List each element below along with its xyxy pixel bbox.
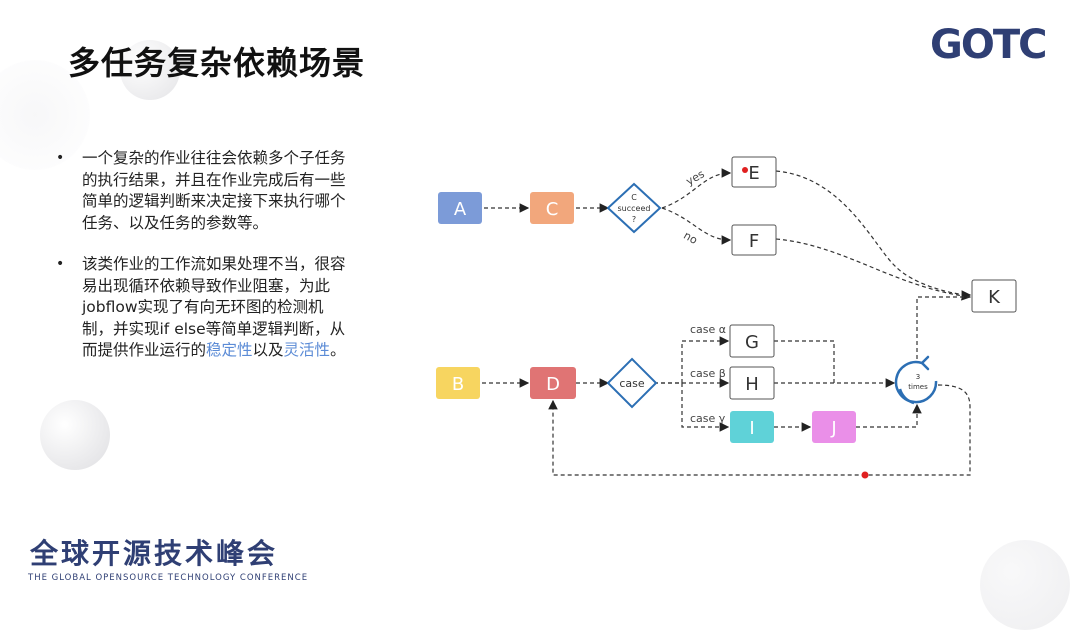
- case-alpha-label: case α: [690, 323, 726, 336]
- node-i-label: I: [749, 418, 754, 439]
- edge-decision-i: [681, 383, 730, 432]
- node-c-label: C: [546, 199, 559, 220]
- case-beta-label: case β: [690, 367, 726, 380]
- breakpoint-dot-icon: [861, 471, 869, 479]
- node-g: [729, 324, 775, 358]
- decision-c-succeed: [606, 182, 662, 234]
- decision-line2: succeed: [618, 204, 651, 213]
- node-j-label: J: [830, 418, 836, 439]
- edge-loop-k: [916, 296, 970, 359]
- node-b: [436, 367, 480, 399]
- footer-conference-name-en: THE GLOBAL OPENSOURCE TECHNOLOGY CONFERE…: [28, 573, 309, 583]
- branch-yes-label: yes: [684, 167, 707, 188]
- loop-3-times-icon: [894, 355, 938, 405]
- highlight-flexibility: 灵活性: [283, 341, 331, 359]
- bullet-dot-icon: •: [56, 150, 65, 166]
- node-k-label: K: [988, 287, 1001, 308]
- edge-e-k: [775, 170, 972, 300]
- node-e: [731, 156, 777, 188]
- node-a: [438, 192, 482, 224]
- node-c: [530, 192, 574, 224]
- loop-times: times: [908, 383, 928, 391]
- decision-case: [606, 357, 658, 409]
- node-b-label: B: [452, 374, 464, 395]
- bullet-dot-icon: •: [56, 256, 65, 272]
- node-k: [971, 279, 1017, 313]
- decision-line3: ?: [632, 215, 636, 224]
- edge-decision-f: [661, 207, 732, 245]
- case-gamma-label: case γ: [690, 412, 726, 425]
- bullet-text: 。: [330, 341, 346, 359]
- background-sphere: [40, 400, 110, 470]
- node-h: [729, 366, 775, 400]
- bullet-item: • 该类作业的工作流如果处理不当，很容易出现循环依赖导致作业阻塞，为此jobfl…: [56, 254, 346, 362]
- node-d-label: D: [546, 374, 560, 395]
- background-sphere: [980, 540, 1070, 630]
- node-i: [730, 411, 774, 443]
- bullet-text: 以及: [252, 341, 284, 359]
- node-d: [530, 367, 576, 399]
- node-e-label: E: [748, 163, 759, 184]
- workflow-diagram: A C C succeed ? yes no E F K B D case ca…: [414, 137, 1050, 509]
- bullet-list: • 一个复杂的作业往往会依赖多个子任务的执行结果，并且在作业完成后有一些简单的逻…: [56, 148, 346, 382]
- bullet-text: 一个复杂的作业往往会依赖多个子任务的执行结果，并且在作业完成后有一些简单的逻辑判…: [82, 149, 346, 232]
- edge-j-loop: [856, 403, 922, 428]
- breakpoint-dot-icon: [742, 167, 748, 173]
- edge-f-k: [775, 238, 972, 301]
- node-f-label: F: [749, 231, 759, 252]
- edge-loop-d: [548, 384, 971, 476]
- node-f: [731, 224, 777, 256]
- node-g-label: G: [745, 332, 759, 353]
- edge-g-loop: [774, 340, 835, 383]
- gotc-logo: GOTC: [930, 22, 1047, 68]
- bullet-text: 该类作业的工作流如果处理不当，很容易出现循环依赖导致作业阻塞，为此jobflow…: [82, 255, 346, 359]
- node-h-label: H: [745, 374, 759, 395]
- edge-decision-e: [661, 168, 732, 209]
- decision-line1: C: [631, 193, 637, 202]
- slide-title: 多任务复杂依赖场景: [68, 44, 366, 82]
- bullet-item: • 一个复杂的作业往往会依赖多个子任务的执行结果，并且在作业完成后有一些简单的逻…: [56, 148, 346, 234]
- decision-case-label: case: [619, 377, 645, 390]
- branch-no-label: no: [681, 229, 700, 247]
- loop-count: 3: [916, 373, 920, 381]
- node-a-label: A: [454, 199, 467, 220]
- highlight-stability: 稳定性: [206, 341, 253, 359]
- footer-conference-name: 全球开源技术峰会: [30, 537, 279, 570]
- workflow-diagram-svg: A C C succeed ? yes no E F K B D case ca…: [436, 156, 1017, 479]
- node-j: [812, 411, 856, 443]
